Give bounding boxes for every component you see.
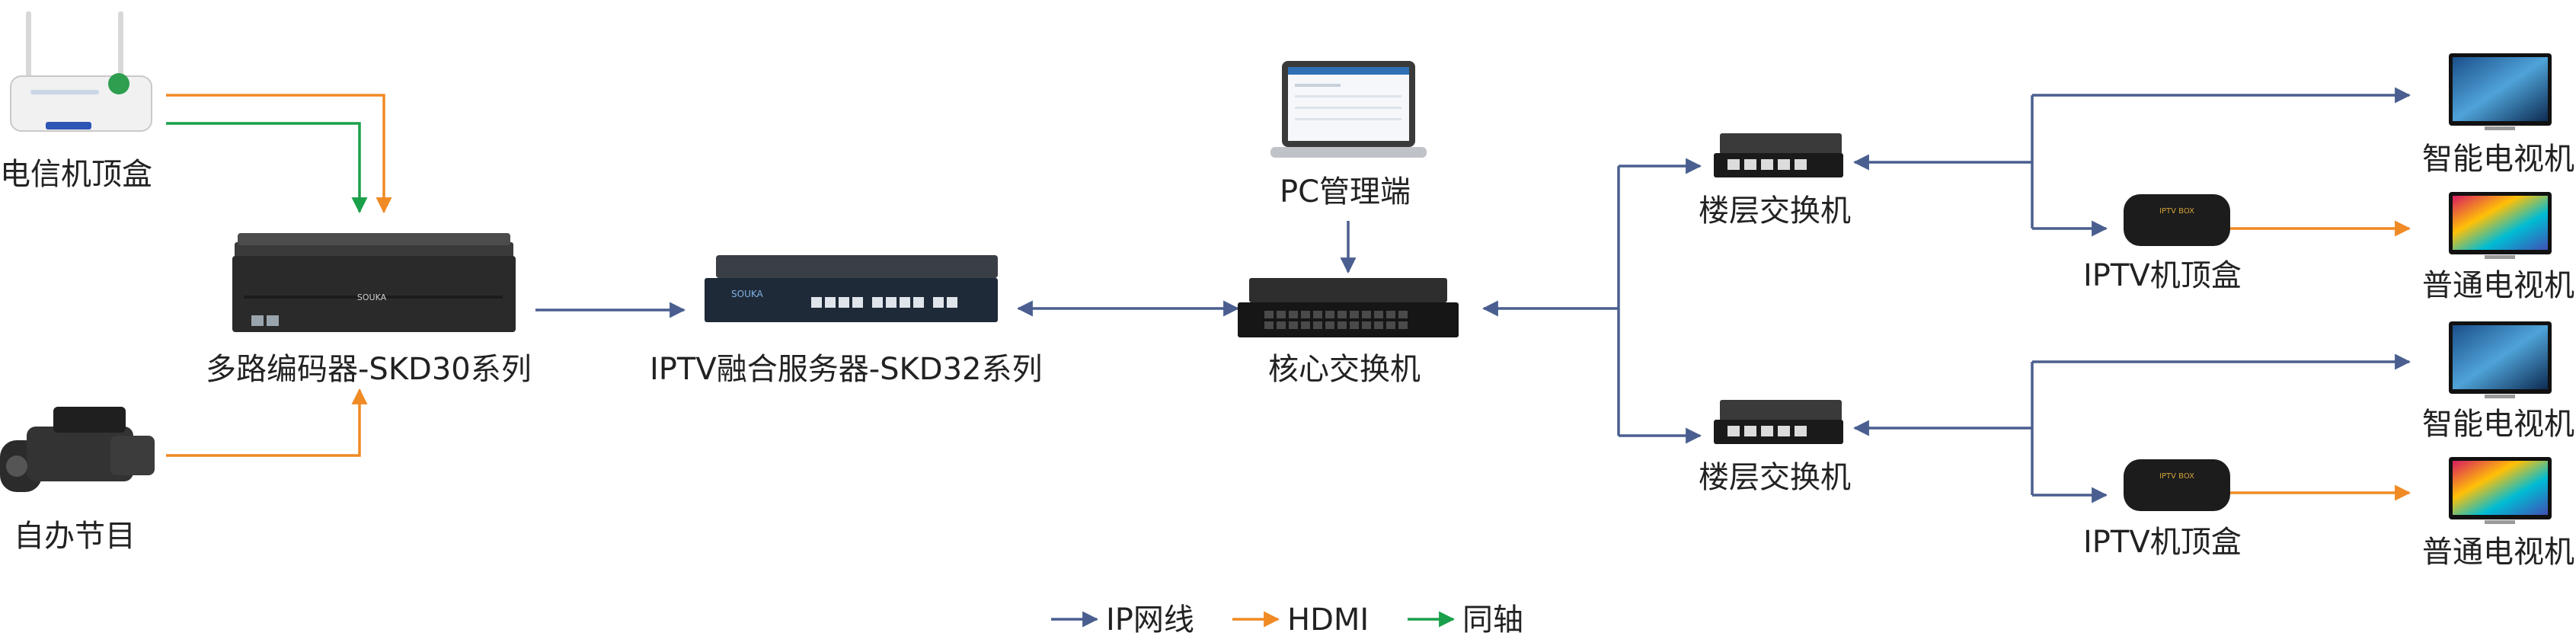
- stb-1-brand-text: IPTV BOX: [2159, 207, 2194, 216]
- label-self-program: 自办节目: [14, 519, 136, 554]
- encoder-brand-text: SOUKA: [357, 292, 387, 302]
- normal-tv-1-icon: [2449, 192, 2552, 259]
- connections: [166, 87, 2411, 503]
- legend-ip-label: IP网线: [1106, 602, 1194, 636]
- label-iptv-stb-2: IPTV机顶盒: [2083, 525, 2242, 560]
- floor-switch-1-device-icon: [1714, 133, 1843, 177]
- server-brand-text: SOUKA: [731, 289, 764, 299]
- iptv-server-device-icon: SOUKA: [705, 255, 998, 322]
- smart-tv-1-icon: [2449, 53, 2552, 130]
- legend-hdmi-label: HDMI: [1287, 602, 1369, 636]
- legend-coax-label: 同轴: [1462, 602, 1523, 636]
- label-normal-tv-1: 普通电视机: [2422, 268, 2574, 303]
- smart-tv-2-icon: [2449, 321, 2552, 398]
- label-core-switch: 核心交换机: [1268, 352, 1421, 387]
- label-floor-switch-1: 楼层交换机: [1699, 193, 1851, 229]
- label-iptv-server: IPTV融合服务器-SKD32系列: [650, 352, 1042, 387]
- iptv-stb-2-device-icon: IPTV BOX: [2124, 459, 2230, 511]
- label-iptv-stb-1: IPTV机顶盒: [2083, 258, 2242, 293]
- label-smart-tv-1: 智能电视机: [2422, 142, 2574, 177]
- label-encoder: 多路编码器-SKD30系列: [206, 352, 532, 387]
- legend: IP网线 HDMI 同轴: [1051, 602, 1523, 636]
- coax-line-stb-encoder: [166, 122, 368, 214]
- pc-laptop-icon: [1270, 61, 1427, 158]
- label-pc-admin: PC管理端: [1280, 174, 1411, 209]
- hdmi-line-camera-encoder: [166, 388, 368, 457]
- stb-2-brand-text: IPTV BOX: [2159, 472, 2194, 481]
- camcorder-icon: [0, 407, 155, 492]
- label-smart-tv-2: 智能电视机: [2422, 407, 2574, 442]
- normal-tv-2-icon: [2449, 457, 2552, 524]
- label-telecom-stb: 电信机顶盒: [0, 157, 152, 192]
- floor-switch-2-device-icon: [1714, 400, 1843, 444]
- core-switch-device-icon: [1238, 278, 1459, 337]
- telecom-stb-router-icon: [10, 11, 152, 132]
- encoder-device-icon: SOUKA: [232, 233, 516, 332]
- hdmi-line-stb-encoder: [166, 94, 392, 214]
- label-floor-switch-2: 楼层交换机: [1699, 460, 1851, 495]
- iptv-stb-1-device-icon: IPTV BOX: [2124, 194, 2230, 246]
- node-labels: 电信机顶盒 自办节目 多路编码器-SKD30系列 IPTV融合服务器-SKD32…: [0, 142, 2574, 570]
- label-normal-tv-2: 普通电视机: [2422, 535, 2574, 570]
